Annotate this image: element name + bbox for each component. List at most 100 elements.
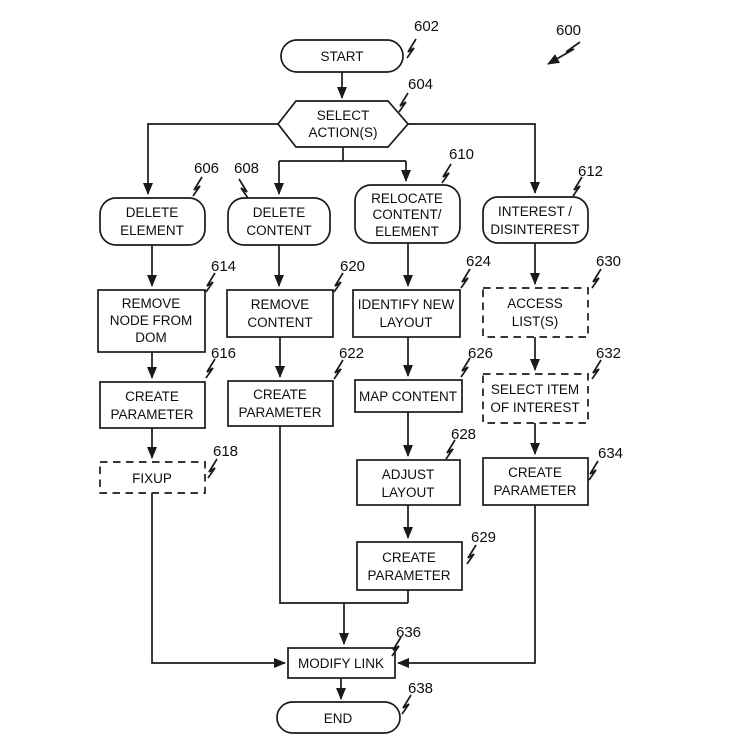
node-label: REMOVE <box>122 296 181 311</box>
lead-line-624 <box>460 268 471 289</box>
node-create-parameter-622: CREATE PARAMETER <box>227 380 334 427</box>
node-label: INTEREST / <box>498 204 572 219</box>
lead-line-634 <box>588 460 599 481</box>
ref-label-616: 616 <box>211 345 236 362</box>
reference-labels: 600 602 604 606 608 610 612 614 616 618 … <box>192 18 623 715</box>
ref-label-614: 614 <box>211 258 236 275</box>
ref-label-624: 624 <box>466 253 491 270</box>
edge-select-to-delete-element <box>143 123 278 195</box>
lead-line-636 <box>391 636 402 657</box>
start-shape <box>280 39 404 73</box>
ref-label-628: 628 <box>451 426 476 443</box>
figure-ref-label: 600 <box>556 22 581 39</box>
node-label: CREATE <box>382 550 436 565</box>
ref-label-630: 630 <box>596 253 621 270</box>
node-label: SELECT <box>317 108 370 123</box>
lead-line-614 <box>205 272 216 293</box>
node-label: DISINTEREST <box>490 222 579 237</box>
edge-create-parameter-622-to-junction <box>279 426 408 604</box>
ref-label-606: 606 <box>194 160 219 177</box>
fixup-shape <box>99 461 206 494</box>
lead-line-606 <box>192 176 203 197</box>
create-parameter-629-shape <box>356 541 463 591</box>
lead-line-612 <box>572 176 583 197</box>
select-actions-shape <box>276 100 410 148</box>
remove-node-shape <box>97 289 206 353</box>
node-fixup: FIXUP <box>99 461 206 494</box>
select-item-shape <box>482 373 589 424</box>
edge-fixup-to-modify-link <box>151 493 286 668</box>
node-label: LAYOUT <box>381 485 434 500</box>
identify-new-layout-shape <box>352 289 461 338</box>
lead-line-620 <box>333 272 344 293</box>
ref-label-620: 620 <box>340 258 365 275</box>
node-label: IDENTIFY NEW <box>358 297 455 312</box>
node-remove-content: REMOVE CONTENT <box>226 289 334 338</box>
interest-disinterest-shape <box>482 196 589 244</box>
end-shape <box>276 701 401 734</box>
node-label: CONTENT <box>247 315 312 330</box>
node-label: LIST(S) <box>512 314 559 329</box>
node-label: ACCESS <box>507 296 563 311</box>
node-label: PARAMETER <box>493 483 576 498</box>
node-label: DELETE <box>253 205 306 220</box>
create-parameter-616-shape <box>99 381 206 429</box>
node-label: ADJUST <box>382 467 435 482</box>
edges <box>143 72 540 700</box>
delete-element-shape <box>99 197 206 246</box>
access-lists-shape <box>482 287 589 338</box>
node-label: DOM <box>135 330 167 345</box>
lead-line-618 <box>207 458 218 479</box>
node-label: LAYOUT <box>379 315 432 330</box>
node-modify-link: MODIFY LINK <box>287 647 396 679</box>
lead-line-616 <box>205 358 216 379</box>
edge-create-parameter-634-to-modify-link <box>397 505 536 668</box>
node-adjust-layout: ADJUST LAYOUT <box>356 459 461 506</box>
node-access-lists: ACCESS LIST(S) <box>482 287 589 338</box>
node-label: END <box>324 711 353 726</box>
node-label: CREATE <box>125 389 179 404</box>
lead-line-638 <box>401 694 412 715</box>
node-label: OF INTEREST <box>490 400 579 415</box>
node-label: CREATE <box>508 465 562 480</box>
node-label: MODIFY LINK <box>298 656 384 671</box>
node-label: ACTION(S) <box>309 125 378 140</box>
ref-label-632: 632 <box>596 345 621 362</box>
node-label: CREATE <box>253 387 307 402</box>
ref-label-638: 638 <box>408 680 433 697</box>
lead-line-604 <box>398 92 409 113</box>
node-label: NODE FROM <box>110 313 193 328</box>
node-label: REMOVE <box>251 297 310 312</box>
create-parameter-622-shape <box>227 380 334 427</box>
node-label: START <box>320 49 363 64</box>
create-parameter-634-shape <box>482 457 589 506</box>
modify-link-shape <box>287 647 396 679</box>
node-delete-element: DELETE ELEMENT <box>99 197 206 246</box>
ref-label-608: 608 <box>234 160 259 177</box>
node-label: DELETE <box>126 205 179 220</box>
lead-line-602 <box>406 38 417 59</box>
map-content-shape <box>354 379 463 413</box>
lead-line-630 <box>591 268 602 289</box>
node-label: SELECT ITEM <box>491 382 579 397</box>
ref-label-604: 604 <box>408 76 433 93</box>
ref-label-622: 622 <box>339 345 364 362</box>
ref-label-629: 629 <box>471 529 496 546</box>
node-label: MAP CONTENT <box>359 389 457 404</box>
node-create-parameter-616: CREATE PARAMETER <box>99 381 206 429</box>
node-label: CONTENT <box>246 223 311 238</box>
node-identify-new-layout: IDENTIFY NEW LAYOUT <box>352 289 461 338</box>
node-label: CONTENT/ <box>373 207 442 222</box>
ref-label-634: 634 <box>598 445 623 462</box>
lead-line-628 <box>445 439 456 460</box>
lead-line-632 <box>591 359 602 380</box>
node-delete-content: DELETE CONTENT <box>227 197 331 246</box>
delete-content-shape <box>227 197 331 246</box>
lead-line-608 <box>238 178 249 199</box>
node-remove-node-from-dom: REMOVE NODE FROM DOM <box>97 289 206 353</box>
ref-label-618: 618 <box>213 443 238 460</box>
remove-content-shape <box>226 289 334 338</box>
node-map-content: MAP CONTENT <box>354 379 463 413</box>
node-label: ELEMENT <box>375 224 439 239</box>
